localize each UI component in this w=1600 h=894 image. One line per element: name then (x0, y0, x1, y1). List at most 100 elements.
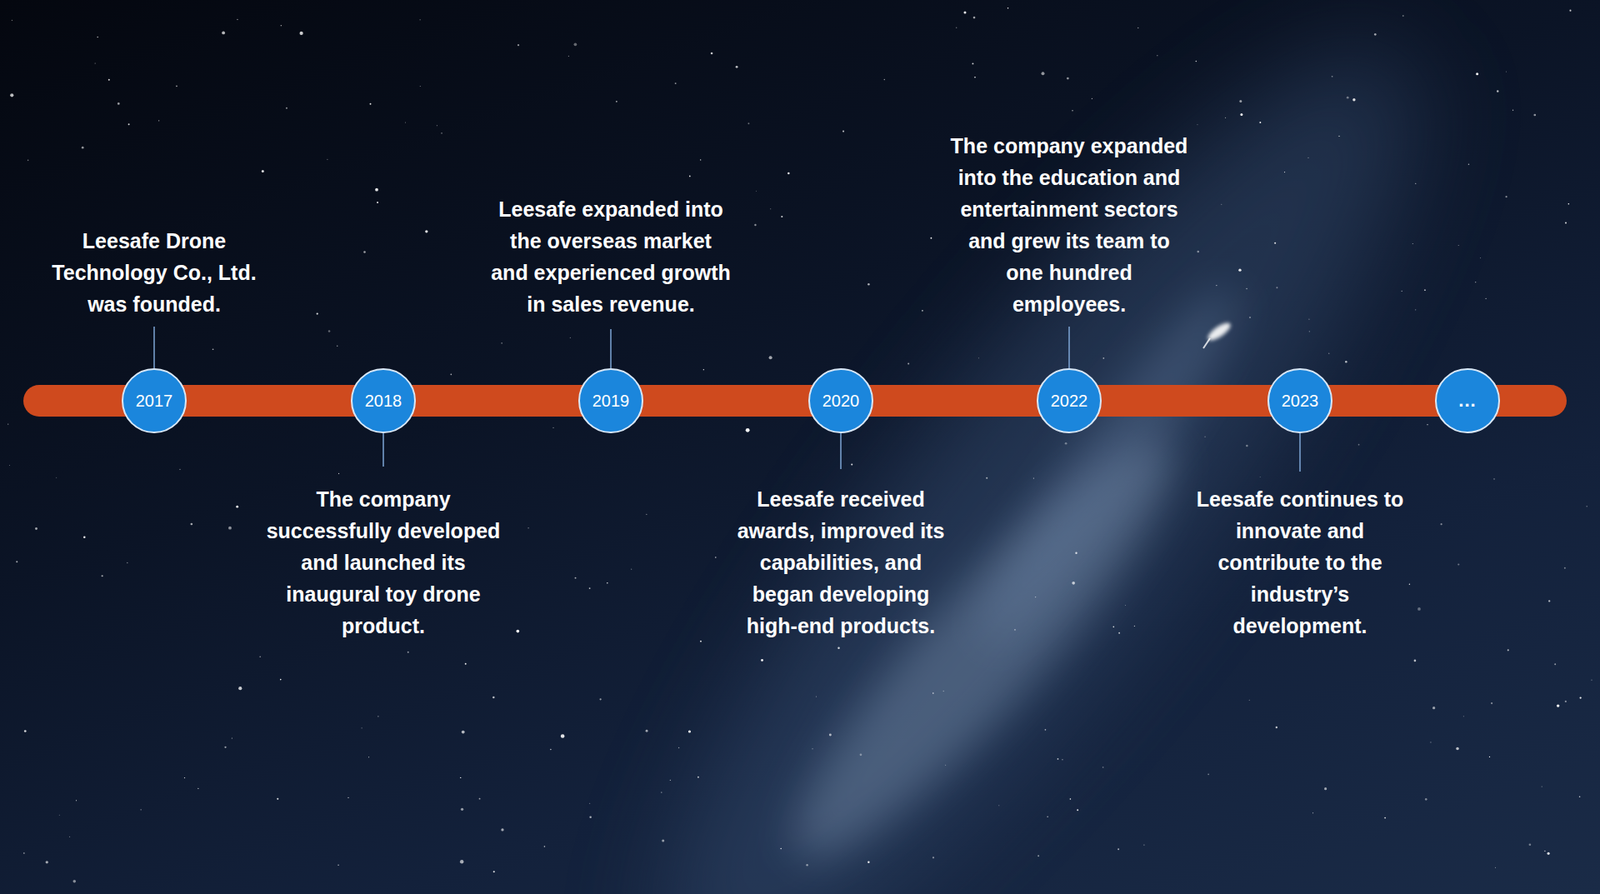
star (645, 514, 647, 515)
star (971, 62, 974, 65)
star (73, 880, 77, 884)
star (1284, 171, 1285, 173)
star (1490, 702, 1493, 705)
star (1259, 121, 1261, 124)
star (1580, 696, 1582, 699)
star (259, 655, 261, 658)
star (1565, 221, 1567, 224)
star (500, 342, 503, 345)
star (1112, 625, 1115, 628)
star (1249, 316, 1251, 319)
star (787, 172, 790, 175)
star (27, 159, 30, 161)
star (96, 36, 98, 38)
star (945, 765, 946, 766)
star (1102, 766, 1105, 769)
star (1204, 436, 1205, 438)
star (570, 337, 571, 339)
star (688, 730, 691, 733)
star (921, 310, 924, 312)
star (285, 107, 288, 110)
star (1057, 758, 1060, 760)
star (493, 870, 495, 873)
star (81, 146, 85, 150)
star (126, 562, 128, 564)
star (678, 747, 680, 749)
year-circle: 2017Leesafe Drone Technology Co., Ltd. w… (121, 368, 187, 434)
star (55, 477, 57, 479)
star (24, 730, 27, 733)
star (675, 82, 677, 85)
star (1245, 445, 1248, 447)
star (1091, 98, 1093, 100)
star (550, 749, 551, 750)
star (436, 125, 438, 126)
star (1529, 843, 1532, 846)
star (1374, 33, 1377, 36)
star (460, 808, 464, 811)
star (1207, 774, 1210, 776)
star (45, 860, 49, 864)
star (405, 122, 406, 124)
star (375, 188, 379, 192)
star (1533, 114, 1536, 117)
star (963, 11, 966, 15)
star (1417, 607, 1421, 611)
star (407, 651, 410, 654)
star (460, 860, 464, 864)
star (1196, 250, 1200, 254)
star (1238, 268, 1241, 271)
star (326, 159, 328, 160)
star (184, 777, 185, 779)
star (235, 505, 239, 509)
star (780, 215, 783, 218)
star (589, 587, 591, 590)
star (1564, 567, 1566, 570)
star (1245, 288, 1248, 290)
star (1402, 15, 1405, 17)
star (337, 864, 339, 865)
star (1505, 195, 1507, 198)
star (747, 122, 750, 125)
star (735, 65, 739, 69)
star (460, 777, 461, 779)
star (1102, 357, 1105, 360)
star (1463, 715, 1465, 717)
star (1548, 600, 1550, 602)
star (228, 526, 232, 530)
star (69, 836, 70, 838)
star (1071, 110, 1074, 112)
star (715, 556, 717, 559)
milky-way (570, 0, 1513, 894)
star (1495, 867, 1496, 869)
star (461, 730, 465, 735)
star (179, 469, 180, 470)
star (261, 170, 265, 173)
star (703, 369, 705, 370)
milestone-text: The company expanded into the education … (948, 130, 1190, 320)
star (973, 16, 976, 20)
star (361, 727, 363, 729)
star (589, 816, 591, 819)
star (661, 840, 665, 843)
year-circle: ... (1435, 368, 1500, 434)
milestone-text: Leesafe received awards, improved its ca… (736, 483, 945, 642)
star (811, 748, 813, 750)
year-label: 2019 (592, 391, 630, 411)
star (1544, 850, 1545, 852)
star (697, 776, 700, 779)
star (347, 797, 349, 799)
star (998, 805, 1000, 806)
star (1345, 360, 1348, 364)
star (10, 93, 14, 97)
star (1195, 60, 1198, 63)
milestone-text: Leesafe expanded into the overseas marke… (490, 193, 732, 320)
star (221, 31, 225, 35)
star (1196, 124, 1198, 125)
star (1556, 704, 1560, 707)
star (1440, 523, 1443, 525)
star (1125, 605, 1126, 606)
star (1312, 812, 1314, 814)
